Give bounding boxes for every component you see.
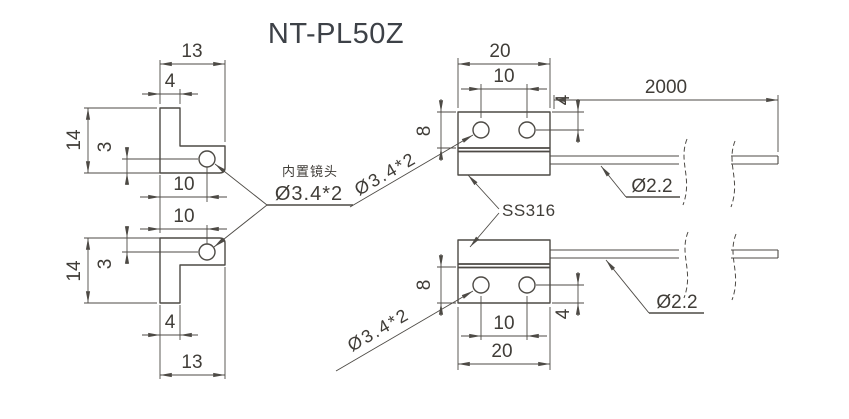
lower-unit-front-outline (457, 239, 551, 304)
side-view-dimensions: 13 4 14 3 10 (64, 41, 227, 379)
dim-text: 8 (414, 280, 435, 291)
lens-note-text: 内置镜头 (282, 164, 338, 179)
dim-text: 20 (489, 41, 510, 62)
dim-text: 14 (64, 260, 85, 282)
lower-cable (550, 249, 779, 259)
dim-text: 4 (165, 71, 176, 92)
dim-hole-to-edge-lower: 10 (140, 206, 227, 244)
upper-cable (550, 155, 779, 165)
upper-cable-break-lines (682, 138, 736, 208)
mount-hole-text: Ø3.4*2 (351, 148, 420, 199)
cable-dia-text: Ø2.2 (656, 292, 697, 313)
lower-mount-hole-right (518, 276, 536, 294)
dim-hole-to-face-bottom: 3 (95, 226, 198, 269)
upper-mount-hole-right (518, 121, 536, 139)
dim-cable-length: 2000 (553, 77, 779, 152)
lens-spec-text: Ø3.4*2 (275, 183, 343, 205)
dim-text: 10 (493, 66, 514, 87)
dim-hole-to-edge-upper: 10 (140, 167, 227, 233)
dim-body-width-bottom: 20 (457, 307, 551, 370)
dim-text: 10 (493, 313, 514, 334)
upper-unit-front-outline (457, 111, 551, 176)
lower-mount-hole-left (472, 276, 490, 294)
dim-web-width-top: 4 (142, 71, 198, 104)
dim-text: 13 (181, 352, 202, 373)
drawing-title: NT-PL50Z (268, 18, 404, 50)
dim-web-width-bottom: 4 (142, 305, 198, 340)
dim-text: 13 (181, 41, 202, 62)
dim-section-height-top: 14 (64, 107, 160, 174)
callout-cable-dia-upper: Ø2.2 (600, 165, 680, 198)
callout-cable-dia-lower: Ø2.2 (605, 259, 704, 314)
lower-cable-break-lines (683, 231, 737, 301)
dim-body-width-top: 20 (457, 41, 551, 108)
dim-hole-to-bottom-lower: 4 (536, 272, 584, 319)
cable-dia-text: Ø2.2 (631, 176, 672, 197)
front-view-dimensions: 20 10 8 4 2000 (335, 41, 779, 372)
dim-head-height-upper: 8 (414, 99, 456, 161)
dim-text: 8 (414, 126, 435, 137)
lower-lens-hole-side (198, 243, 216, 261)
lower-unit-side-outline (159, 237, 226, 304)
dim-head-height-lower: 8 (414, 254, 456, 316)
callout-mount-hole-upper: Ø3.4*2 (349, 134, 474, 208)
dim-overall-width-top: 13 (159, 41, 226, 142)
upper-unit-seam (458, 147, 550, 153)
dim-hole-pitch-top: 10 (461, 66, 547, 118)
upper-lens-hole-side (198, 150, 216, 168)
front-view (457, 111, 779, 304)
mount-hole-text: Ø3.4*2 (344, 304, 413, 355)
dim-hole-to-top-upper: 4 (536, 94, 584, 143)
leader-lower-lens (213, 204, 268, 248)
dim-text: 14 (64, 129, 85, 151)
leader-upper-lens (214, 163, 268, 206)
dim-text: 10 (173, 174, 194, 195)
dim-hole-pitch-bottom: 10 (461, 296, 547, 340)
dim-text: 3 (95, 259, 116, 270)
dim-text: 2000 (645, 77, 687, 98)
dim-text: 3 (95, 142, 116, 153)
dim-text: 4 (165, 312, 176, 333)
lens-callout: 内置镜头 Ø3.4*2 (213, 163, 353, 248)
upper-mount-hole-left (472, 121, 490, 139)
dim-hole-to-face-top: 3 (95, 142, 198, 185)
upper-unit-side-outline (159, 107, 226, 174)
dim-text: 10 (173, 206, 194, 227)
material-text: SS316 (502, 201, 556, 220)
dim-overall-width-bottom: 13 (159, 267, 226, 379)
dim-text: 4 (553, 308, 574, 319)
dim-section-height-bottom: 14 (64, 237, 160, 304)
lower-unit-seam (458, 263, 550, 269)
callout-material: SS316 (467, 174, 556, 248)
dim-text: 20 (491, 341, 512, 362)
